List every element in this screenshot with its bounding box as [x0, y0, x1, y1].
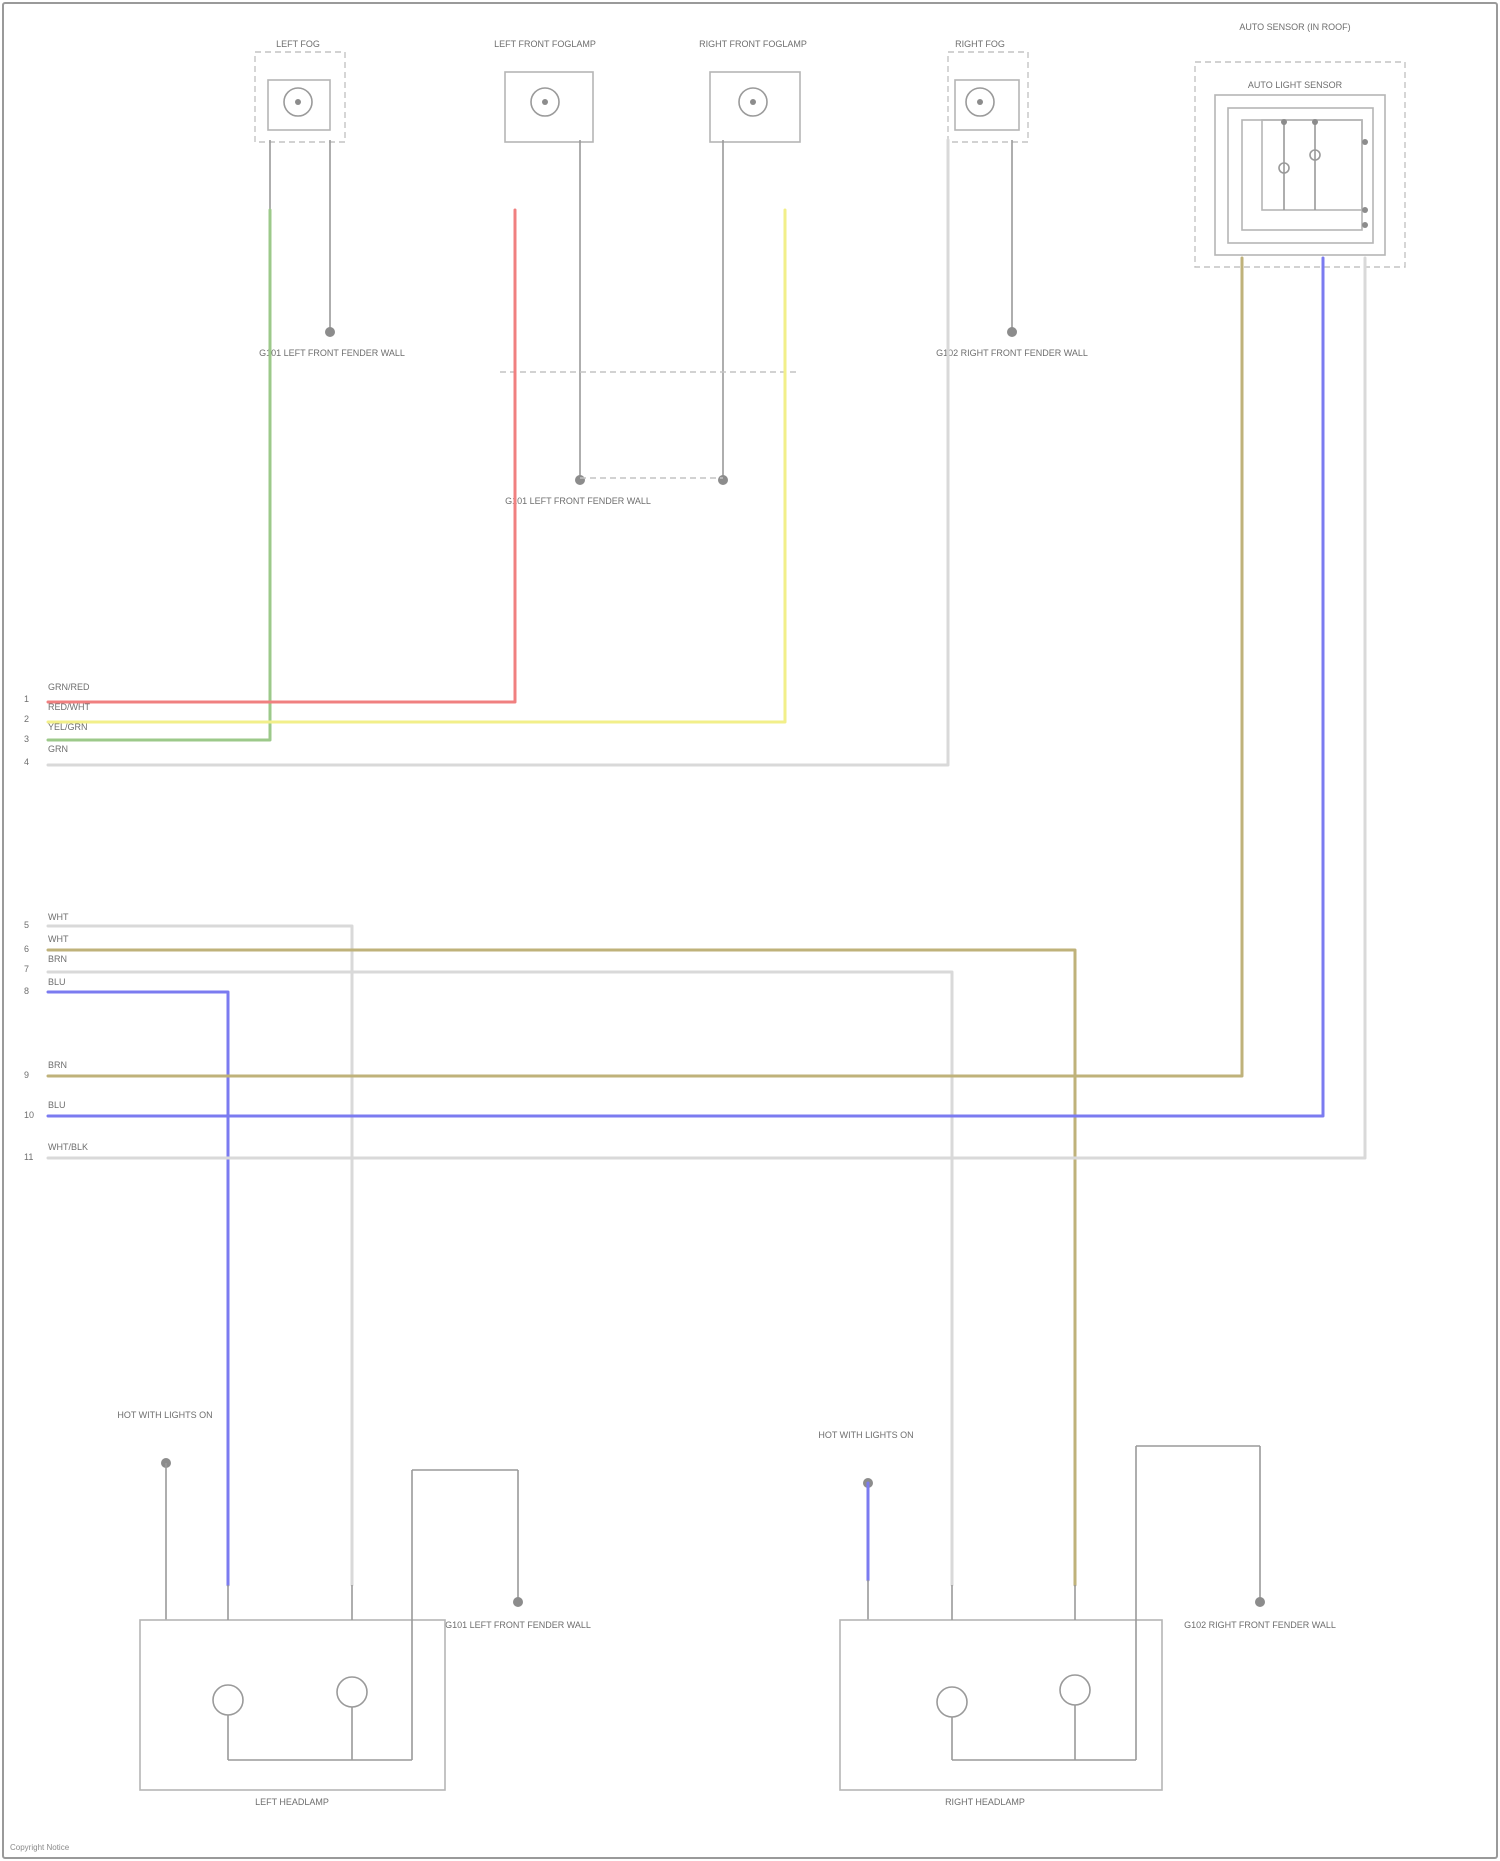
wire-tan-sensor[interactable] [48, 258, 1242, 1076]
wire-white-sensor[interactable] [48, 258, 1365, 1158]
ground-label-3: G102 RIGHT FRONT FENDER WALL [936, 348, 1088, 358]
wire-white-mid-2[interactable] [48, 972, 952, 1585]
ground-icon [718, 475, 728, 485]
wire-yellow[interactable] [48, 210, 785, 722]
high-beam-icon [937, 1687, 967, 1717]
wire-label-wht-1: WHT [48, 912, 69, 922]
wire-red[interactable] [48, 210, 515, 702]
pin-4: 4 [24, 757, 29, 767]
left-feed-label: HOT WITH LIGHTS ON [117, 1410, 212, 1420]
low-beam-icon [213, 1685, 243, 1715]
footer-copyright: Copyright Notice [10, 1843, 70, 1852]
left-fog-component[interactable]: LEFT FOG G101 LEFT FRONT FENDER WALL [255, 39, 405, 358]
connector-top: GRN/RED RED/WHT YEL/GRN GRN 1 2 3 4 [24, 682, 90, 767]
pin-1: 1 [24, 694, 29, 704]
wire-label-grn-red: GRN/RED [48, 682, 90, 692]
ground-icon [1007, 327, 1017, 337]
wire-label-wht-blk: WHT/BLK [48, 1142, 88, 1152]
wire-tan-mid-1[interactable] [48, 950, 1075, 1585]
auto-sensor-module[interactable]: AUTO SENSOR (IN ROOF) AUTO LIGHT SENSOR [1195, 22, 1405, 267]
right-fog-component[interactable]: RIGHT FOG G102 RIGHT FRONT FENDER WALL [936, 39, 1088, 358]
right-front-foglamp-component[interactable]: RIGHT FRONT FOGLAMP [699, 39, 807, 485]
left-front-foglamp-title: LEFT FRONT FOGLAMP [494, 39, 596, 49]
right-fog-title: RIGHT FOG [955, 39, 1005, 49]
wire-green[interactable] [48, 210, 270, 740]
wire-label-red-wht: RED/WHT [48, 702, 90, 712]
pin-8: 8 [24, 986, 29, 996]
low-beam-icon [1060, 1675, 1090, 1705]
auto-sensor-title: AUTO SENSOR (IN ROOF) [1239, 22, 1350, 32]
left-fog-title: LEFT FOG [276, 39, 320, 49]
right-front-foglamp-title: RIGHT FRONT FOGLAMP [699, 39, 807, 49]
ground-icon [513, 1597, 523, 1607]
ground-label-2: G101 LEFT FRONT FENDER WALL [505, 496, 651, 506]
ground-icon [1255, 1597, 1265, 1607]
right-headlamp-title: RIGHT HEADLAMP [945, 1797, 1025, 1807]
pin-11: 11 [24, 1152, 33, 1162]
pin-2: 2 [24, 714, 29, 724]
pin-9: 9 [24, 1070, 29, 1080]
wire-blue-sensor[interactable] [48, 258, 1323, 1116]
pin-10: 10 [24, 1110, 34, 1120]
ground-icon [575, 475, 585, 485]
left-headlamp-title: LEFT HEADLAMP [255, 1797, 329, 1807]
wire-label-yel-grn: YEL/GRN [48, 722, 88, 732]
left-headlamp-component[interactable]: HOT WITH LIGHTS ON G101 LEFT FRONT FENDE… [117, 1410, 591, 1807]
wire-label-brn-2: BRN [48, 1060, 67, 1070]
wire-label-grn: GRN [48, 744, 68, 754]
left-front-foglamp-component[interactable]: LEFT FRONT FOGLAMP G101 LEFT FRONT FENDE… [494, 39, 651, 506]
wire-label-blu-2: BLU [48, 1100, 66, 1110]
ground-label-1: G101 LEFT FRONT FENDER WALL [259, 348, 405, 358]
ground-icon [325, 327, 335, 337]
high-beam-icon [337, 1677, 367, 1707]
pin-6: 6 [24, 944, 29, 954]
right-feed-label: HOT WITH LIGHTS ON [818, 1430, 913, 1440]
ground-label-4: G101 LEFT FRONT FENDER WALL [445, 1620, 591, 1630]
wire-label-brn-1: BRN [48, 954, 67, 964]
wire-blue-mid-1[interactable] [48, 992, 228, 1585]
pin-7: 7 [24, 964, 29, 974]
wire-label-wht-2: WHT [48, 934, 69, 944]
wire-label-blu-1: BLU [48, 977, 66, 987]
pin-5: 5 [24, 920, 29, 930]
auto-light-sensor-title: AUTO LIGHT SENSOR [1248, 80, 1343, 90]
pin-3: 3 [24, 734, 29, 744]
wire-white-mid-1[interactable] [48, 926, 352, 1585]
wire-white-top[interactable] [48, 140, 948, 765]
ground-label-5: G102 RIGHT FRONT FENDER WALL [1184, 1620, 1336, 1630]
right-headlamp-component[interactable]: HOT WITH LIGHTS ON G102 RIGHT FRONT FEND… [818, 1430, 1336, 1807]
